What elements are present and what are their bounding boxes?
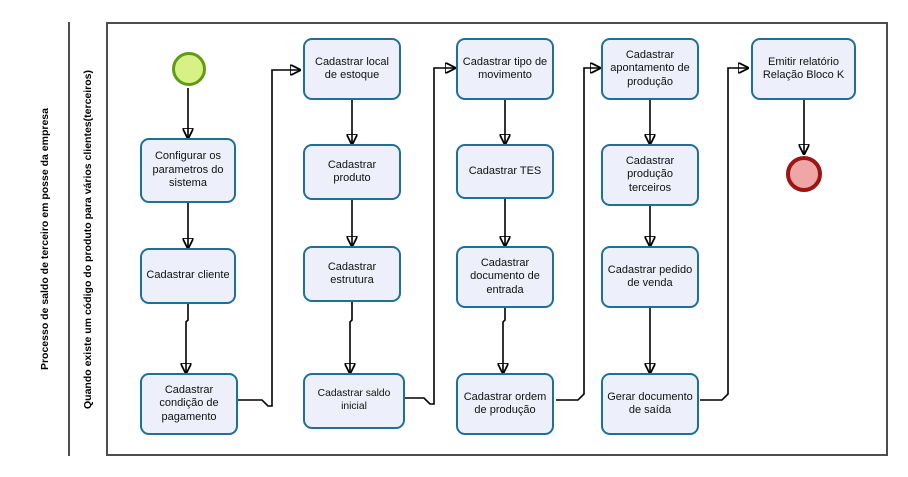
task-cadastrar-pedido-venda[interactable]: Cadastrar pedido de venda (601, 246, 699, 308)
task-cadastrar-local-estoque[interactable]: Cadastrar local de estoque (303, 38, 401, 100)
task-cadastrar-cliente[interactable]: Cadastrar cliente (140, 248, 236, 304)
lane-label-condition: Quando existe um código do produto para … (81, 69, 94, 409)
task-cadastrar-documento-entrada[interactable]: Cadastrar documento de entrada (456, 246, 554, 308)
task-configurar-parametros[interactable]: Configurar os parametros do sistema (140, 138, 236, 203)
start-event[interactable] (172, 52, 206, 86)
task-cadastrar-ordem-producao[interactable]: Cadastrar ordem de produção (456, 373, 554, 435)
task-cadastrar-produto[interactable]: Cadastrar produto (303, 144, 401, 200)
task-cadastrar-saldo-inicial[interactable]: Cadastrar saldo inicial (303, 373, 405, 429)
lane-band-condition: Quando existe um código do produto para … (70, 22, 108, 456)
task-gerar-documento-saida[interactable]: Gerar documento de saída (601, 373, 699, 435)
task-emitir-relatorio-bloco-k[interactable]: Emitir relatório Relação Bloco K (751, 38, 856, 100)
task-cadastrar-tes[interactable]: Cadastrar TES (456, 144, 554, 199)
end-event[interactable] (786, 156, 822, 192)
task-cadastrar-estrutura[interactable]: Cadastrar estrutura (303, 246, 401, 302)
task-cadastrar-condicao-pagamento[interactable]: Cadastrar condição de pagamento (140, 373, 238, 435)
task-cadastrar-tipo-movimento[interactable]: Cadastrar tipo de movimento (456, 38, 554, 100)
lane-band-process: Processo de saldo de terceiro em posse d… (22, 22, 70, 456)
task-cadastrar-apontamento-producao[interactable]: Cadastrar apontamento de produção (601, 38, 699, 100)
task-cadastrar-producao-terceiros[interactable]: Cadastrar produção terceiros (601, 144, 699, 206)
lane-label-process: Processo de saldo de terceiro em posse d… (38, 107, 51, 371)
